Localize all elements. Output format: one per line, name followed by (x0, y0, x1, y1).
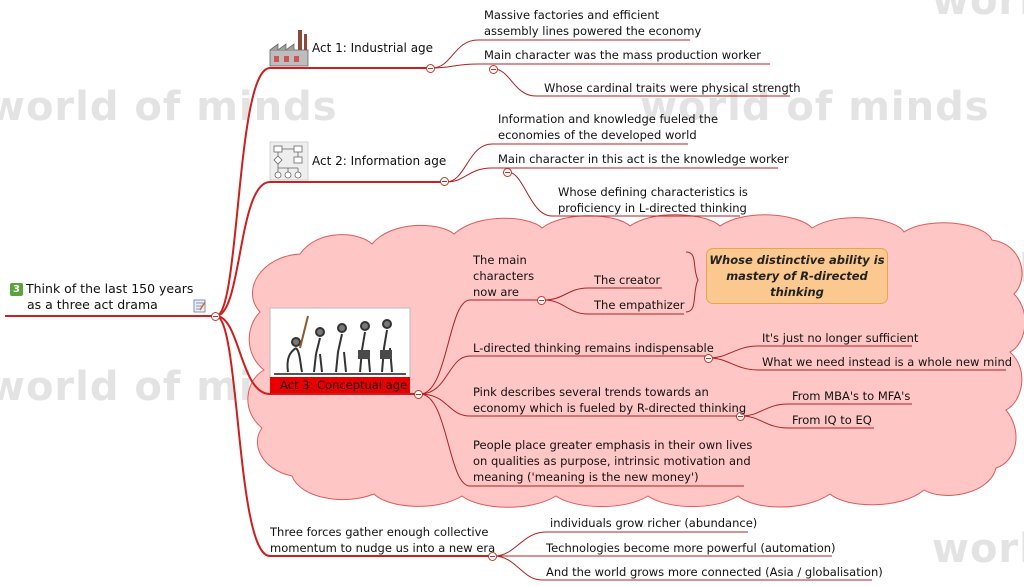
act3-title[interactable]: Act 3: Conceptual age (280, 378, 408, 392)
ldirected-collapse-button[interactable] (704, 354, 713, 363)
act1-item-3[interactable]: Whose cardinal traits were physical stre… (544, 81, 801, 95)
forces-item-3[interactable]: And the world grows more connected (Asia… (546, 565, 883, 579)
act2-title[interactable]: Act 2: Information age (312, 154, 447, 168)
root-collapse-button[interactable] (211, 312, 220, 321)
note-icon (193, 299, 206, 313)
main-characters[interactable]: The main characters now are (473, 253, 535, 299)
factory-icon (269, 30, 309, 67)
evolution-illustration (269, 307, 411, 379)
watermark: world of minds (932, 526, 1024, 572)
pink-node[interactable]: Pink describes several trends towards an… (473, 385, 747, 415)
root-label-line2: as a three act drama (27, 297, 158, 312)
act2-sub-collapse-button[interactable] (503, 168, 512, 177)
act1-title[interactable]: Act 1: Industrial age (312, 41, 434, 55)
act1-sub-collapse-button[interactable] (489, 65, 498, 74)
priority-badge: 3 (10, 283, 23, 296)
forces-item-1[interactable]: individuals grow richer (abundance) (550, 516, 758, 530)
ldirected-node[interactable]: L-directed thinking remains indispensabl… (473, 341, 714, 355)
people-node[interactable]: People place greater emphasis in their o… (473, 438, 753, 484)
ldirected-sub-1[interactable]: It's just no longer sufficient (762, 331, 919, 345)
forces-collapse-button[interactable] (488, 552, 497, 561)
watermark: world of minds (0, 84, 338, 130)
act1-collapse-button[interactable] (426, 64, 435, 73)
flowchart-icon (269, 141, 309, 181)
act2-collapse-button[interactable] (440, 177, 449, 186)
creator-node[interactable]: The creator (594, 273, 661, 287)
characters-collapse-button[interactable] (537, 296, 546, 305)
pink-sub-2[interactable]: From IQ to EQ (792, 413, 872, 427)
ldirected-sub-2[interactable]: What we need instead is a whole new mind (762, 355, 1013, 369)
act2-item-2[interactable]: Main character in this act is the knowle… (498, 152, 789, 166)
pink-sub-1[interactable]: From MBA's to MFA's (792, 389, 911, 403)
watermark: world of minds (640, 84, 990, 130)
callout-r-directed[interactable]: Whose distinctive ability is mastery of … (706, 248, 888, 304)
empathizer-node[interactable]: The empathizer (594, 298, 685, 312)
root-label-line1: Think of the last 150 years (26, 281, 194, 296)
pink-collapse-button[interactable] (736, 412, 745, 421)
act3-collapse-button[interactable] (414, 390, 423, 399)
act3-label-bg (270, 377, 410, 393)
watermark: world of minds (932, 0, 1024, 24)
act1-item-2[interactable]: Main character was the mass production w… (484, 48, 761, 62)
forces-item-2[interactable]: Technologies become more powerful (autom… (546, 541, 836, 555)
